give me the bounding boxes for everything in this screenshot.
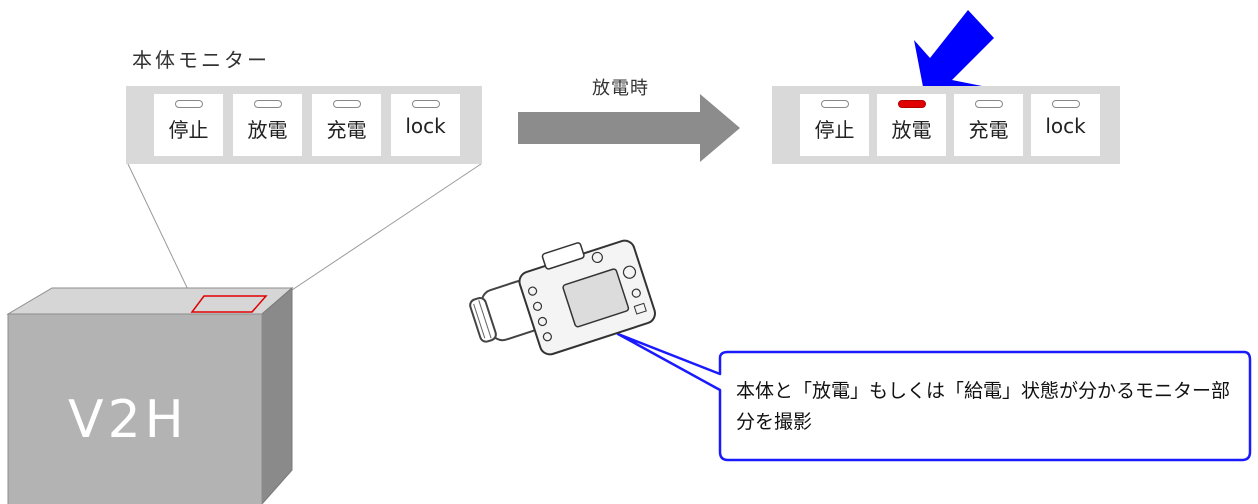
stop-led-indicator: [820, 100, 849, 108]
stop-label: 停止: [168, 118, 209, 142]
stop-button: 停止: [154, 94, 223, 156]
callout-text: 本体と「放電」もしくは「給電」状態が分かるモニター部分を撮影: [736, 380, 1231, 433]
monitor-location-marker: [190, 295, 268, 313]
lock-button: lock: [391, 94, 460, 156]
lock-label: lock: [405, 114, 446, 138]
stop-label: 停止: [814, 118, 855, 142]
stop-button: 停止: [800, 94, 869, 156]
monitor-panel-discharging: 停止 放電 充電 lock: [772, 86, 1120, 164]
zoom-line-left: [127, 163, 193, 299]
charge-button: 充電: [954, 94, 1023, 156]
lock-led-indicator: [1051, 100, 1080, 108]
discharge-label: 放電: [247, 118, 288, 142]
lock-button: lock: [1031, 94, 1100, 156]
zoom-line-right: [261, 163, 482, 311]
charge-label: 充電: [968, 118, 1009, 142]
discharge-button: 放電: [233, 94, 302, 156]
discharge-button: 放電: [877, 94, 946, 156]
v2h-device-box: [6, 286, 294, 504]
charge-led-indicator: [974, 100, 1003, 108]
camera-icon: [469, 239, 656, 356]
monitor-panel-before: 停止 放電 充電 lock: [126, 86, 482, 164]
charge-button: 充電: [312, 94, 381, 156]
charge-led-indicator: [332, 100, 361, 108]
flow-arrow-label: 放電時: [592, 78, 649, 99]
pointer-arrow-icon: [914, 10, 994, 92]
flow-arrow-icon: [518, 94, 740, 162]
discharge-led-indicator: [253, 100, 282, 108]
charge-label: 充電: [326, 118, 367, 142]
lock-led-indicator: [411, 100, 440, 108]
stop-led-indicator: [174, 100, 203, 108]
discharge-label: 放電: [891, 118, 932, 142]
monitor-caption: 本体モニター: [132, 48, 270, 72]
discharge-led-indicator-lit: [897, 100, 926, 108]
device-label: V2H: [68, 390, 188, 450]
speech-callout: [616, 332, 1252, 462]
lock-label: lock: [1045, 114, 1086, 138]
